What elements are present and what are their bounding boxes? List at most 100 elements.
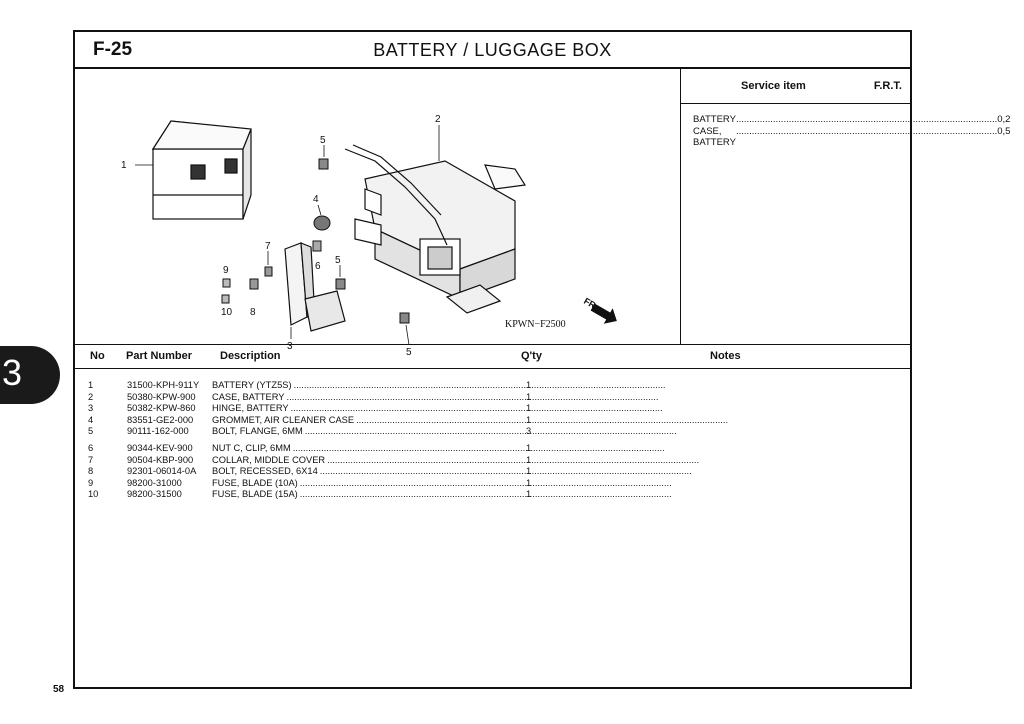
part-no: 8 <box>88 466 94 476</box>
part-number: 92301-06014-0A <box>127 466 197 476</box>
table-row: 6 90344-KEV-900 NUT C, CLIP, 6MM 1 <box>75 443 535 455</box>
part-number: 50382-KPW-860 <box>127 403 196 413</box>
parts-table-header: No Part Number Description Q'ty Notes <box>75 344 910 369</box>
battery-case-drawing <box>344 144 527 314</box>
leader-dots <box>327 455 699 465</box>
part-no: 4 <box>88 414 94 425</box>
service-items-panel: Service item F.R.T. BATTERY 0,2 CASE, BA… <box>681 69 1010 344</box>
part-description: NUT C, CLIP, 6MM <box>212 443 525 453</box>
leader-dots <box>305 426 677 436</box>
clip-nut-drawing <box>312 240 322 252</box>
part-number: 90111-162-000 <box>127 426 189 436</box>
part-description-text: FUSE, BLADE (10A) <box>212 477 298 488</box>
leader-dots <box>291 403 663 413</box>
page-number: 58 <box>53 684 65 695</box>
table-row: 8 92301-06014-0A BOLT, RECESSED, 6X14 1 <box>75 466 535 478</box>
part-number: 83551-GE2-000 <box>127 414 194 425</box>
part-description-text: CASE, BATTERY <box>212 391 285 402</box>
grommet-drawing <box>313 215 331 231</box>
leader-dots <box>300 489 672 499</box>
exploded-view-illustration: 1 2 <box>75 69 680 358</box>
part-no: 10 <box>88 489 99 499</box>
service-item-frt: 0,5 <box>997 126 1011 137</box>
table-row: 7 90504-KBP-900 COLLAR, MIDDLE COVER 1 <box>75 455 535 467</box>
callout-8: 8 <box>250 307 256 318</box>
part-qty: 1 <box>526 403 532 413</box>
part-no: 1 <box>88 380 94 390</box>
panel-divider <box>680 69 681 344</box>
service-row: CASE, BATTERY 0,5 <box>693 126 1010 148</box>
service-item-column-header: Service item <box>741 80 806 92</box>
blade-fuse-drawing <box>221 278 231 304</box>
part-qty: 1 <box>526 466 532 476</box>
notes-column-header: Notes <box>710 350 741 362</box>
part-qty: 1 <box>526 454 532 465</box>
part-no: 7 <box>88 454 94 465</box>
part-description: CASE, BATTERY <box>212 392 525 402</box>
description-column-header: Description <box>220 350 281 362</box>
table-row: 10 98200-31500 FUSE, BLADE (15A) 1 <box>75 489 535 501</box>
leader-dots <box>294 380 666 390</box>
part-qty: 3 <box>526 426 532 436</box>
page-title: BATTERY / LUGGAGE BOX <box>373 40 612 60</box>
callout-2: 2 <box>435 114 441 125</box>
battery-drawing <box>151 120 252 220</box>
callout-1: 1 <box>121 160 127 171</box>
part-description: COLLAR, MIDDLE COVER <box>212 455 525 465</box>
part-no: 9 <box>88 477 94 488</box>
part-number-column-header: Part Number <box>126 350 193 362</box>
part-description: GROMMET, AIR CLEANER CASE <box>212 415 525 425</box>
part-description-text: NUT C, CLIP, 6MM <box>212 443 291 453</box>
parts-catalog-frame: F-25 BATTERY / LUGGAGE BOX 1 <box>73 30 1010 689</box>
part-description-text: BATTERY (YTZ5S) <box>212 380 292 390</box>
part-description-text: GROMMET, AIR CLEANER CASE <box>212 414 355 425</box>
part-description-text: FUSE, BLADE (15A) <box>212 489 298 499</box>
leader-dots <box>287 392 659 402</box>
leader-dots <box>356 415 728 425</box>
leader-dots <box>320 466 692 476</box>
leader-dots <box>736 126 997 148</box>
service-items-header: Service item F.R.T. <box>681 69 910 104</box>
callout-5b: 5 <box>335 255 341 266</box>
table-row: 3 50382-KPW-860 HINGE, BATTERY 1 <box>75 403 535 415</box>
front-direction-arrow-icon <box>590 303 617 324</box>
section-tab: 3 <box>0 346 60 404</box>
part-number: 50380-KPW-900 <box>127 391 196 402</box>
callout-4: 4 <box>313 194 319 205</box>
leader-dots <box>300 478 672 488</box>
part-number: 31500-KPH-911Y <box>127 380 200 390</box>
part-no: 5 <box>88 426 94 436</box>
figure-code: KPWN−F2500 <box>505 319 566 330</box>
section-tab-number: 3 <box>2 352 23 393</box>
table-row: 9 98200-31000 FUSE, BLADE (10A) 1 <box>75 478 535 490</box>
part-no: 2 <box>88 391 94 402</box>
table-row: 5 90111-162-000 BOLT, FLANGE, 6MM 3 <box>75 426 535 438</box>
leader-dots <box>736 114 997 125</box>
service-item-name: BATTERY <box>693 114 736 125</box>
part-description: FUSE, BLADE (10A) <box>212 478 525 488</box>
figure-header: F-25 BATTERY / LUGGAGE BOX <box>75 32 910 69</box>
recessed-bolt-drawing <box>249 278 259 290</box>
part-no: 3 <box>88 403 94 413</box>
part-description: BATTERY (YTZ5S) <box>212 380 525 390</box>
part-number: 98200-31500 <box>127 489 182 499</box>
exploded-view-drawing: 1 2 <box>121 114 617 358</box>
part-qty: 1 <box>526 489 532 499</box>
service-item-frt: 0,2 <box>997 114 1011 125</box>
table-row: 4 83551-GE2-000 GROMMET, AIR CLEANER CAS… <box>75 415 535 427</box>
callout-5c: 5 <box>406 347 412 358</box>
part-description: BOLT, FLANGE, 6MM <box>212 426 525 436</box>
flange-bolt-drawing <box>318 158 410 324</box>
part-description: HINGE, BATTERY <box>212 403 525 413</box>
no-column-header: No <box>90 350 105 362</box>
part-description-text: BOLT, RECESSED, 6X14 <box>212 466 318 476</box>
part-description-text: COLLAR, MIDDLE COVER <box>212 454 326 465</box>
part-number: 90344-KEV-900 <box>127 443 193 453</box>
callout-5a: 5 <box>320 135 326 146</box>
part-qty: 1 <box>526 477 532 488</box>
battery-hinge-drawing <box>284 242 346 332</box>
part-description: BOLT, RECESSED, 6X14 <box>212 466 525 476</box>
part-qty: 1 <box>526 380 532 390</box>
callout-3: 3 <box>287 341 293 352</box>
service-row: BATTERY 0,2 <box>693 114 1010 125</box>
